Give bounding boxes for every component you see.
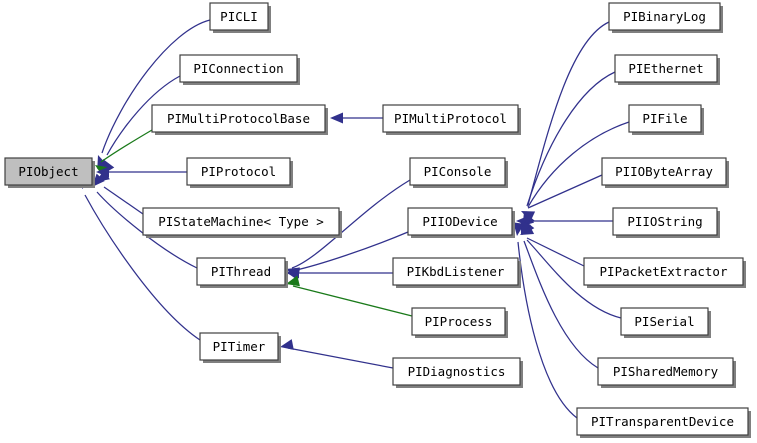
edge-line: [96, 191, 198, 269]
class-node-piprotocol[interactable]: PIProtocol: [186, 157, 293, 188]
class-node-piiodevice[interactable]: PIIODevice: [407, 207, 515, 238]
node-box[interactable]: [151, 104, 326, 133]
class-node-pikbdlistener[interactable]: PIKbdListener: [392, 257, 521, 288]
edge-line: [523, 240, 599, 369]
edge-line: [287, 347, 394, 369]
edge-line: [526, 71, 616, 207]
class-node-piprocess[interactable]: PIProcess: [411, 307, 508, 338]
class-node-pisharedmemory[interactable]: PISharedMemory: [597, 357, 736, 388]
node-box[interactable]: [392, 357, 521, 386]
edge-pitimer-to-piobject: [82, 174, 201, 341]
class-node-pimultiprotocolbase[interactable]: PIMultiProtocolBase: [151, 104, 328, 135]
arrowhead-icon: [513, 222, 525, 236]
node-box[interactable]: [196, 257, 286, 286]
node-box[interactable]: [409, 157, 506, 186]
edge-line: [526, 239, 622, 319]
edge-pisharedmemory-to-piiodevice: [520, 220, 599, 369]
edge-line: [291, 231, 409, 272]
arrowhead-icon: [92, 173, 105, 187]
edge-line: [106, 75, 181, 156]
edge-pithread-to-piobject: [92, 173, 198, 269]
class-node-pidiagnostics[interactable]: PIDiagnostics: [392, 357, 523, 388]
edge-pistatemachine-to-piobject: [96, 170, 144, 215]
edge-piethernet-to-piiodevice: [522, 71, 616, 227]
edge-line: [527, 174, 603, 209]
class-node-pifile[interactable]: PIFile: [628, 104, 704, 135]
class-node-pibinarylog[interactable]: PIBinaryLog: [608, 2, 723, 33]
class-node-piconsole[interactable]: PIConsole: [409, 157, 508, 188]
edge-line: [527, 21, 610, 206]
edge-line: [103, 186, 144, 215]
class-node-picli[interactable]: PICLI: [209, 2, 271, 33]
node-box[interactable]: [142, 207, 340, 236]
node-box[interactable]: [620, 307, 709, 336]
class-node-piserial[interactable]: PISerial: [620, 307, 711, 338]
arrowhead-icon: [280, 339, 294, 350]
node-box[interactable]: [576, 407, 749, 436]
edge-line: [84, 194, 201, 341]
edge-picli-to-piobject: [97, 19, 211, 170]
edge-line: [291, 179, 411, 269]
class-node-piethernet[interactable]: PIEthernet: [614, 54, 720, 85]
class-node-piiobytearray[interactable]: PIIOByteArray: [601, 157, 729, 188]
node-box[interactable]: [601, 157, 727, 186]
node-box[interactable]: [411, 307, 506, 336]
node-box[interactable]: [199, 332, 279, 361]
node-box[interactable]: [186, 157, 291, 186]
edge-line: [526, 237, 585, 267]
edge-pidiagnostics-to-pitimer: [280, 339, 394, 369]
class-node-piiostring[interactable]: PIIOString: [612, 207, 720, 238]
edge-pimultiprotocolbase-to-piobject: [95, 129, 153, 177]
arrowhead-icon: [330, 112, 343, 124]
node-box[interactable]: [407, 207, 513, 236]
class-node-pithread[interactable]: PIThread: [196, 257, 288, 288]
node-box[interactable]: [583, 257, 744, 286]
node-layer: PIObject PICLI PIConnectionPIMultiProtocol…: [4, 2, 751, 438]
edge-piprocess-to-pithread: [286, 275, 413, 317]
edge-line: [517, 241, 578, 419]
node-box[interactable]: [628, 104, 702, 133]
node-box[interactable]: [597, 357, 734, 386]
class-node-pipacketextractor[interactable]: PIPacketExtractor: [583, 257, 746, 288]
edge-line: [100, 129, 153, 163]
edge-line: [101, 19, 211, 154]
node-box[interactable]: [392, 257, 519, 286]
node-box[interactable]: [382, 104, 519, 133]
edge-line: [292, 285, 413, 317]
arrowhead-icon: [286, 275, 300, 287]
class-node-piobject[interactable]: PIObject: [4, 157, 95, 188]
edge-line: [527, 121, 630, 208]
edge-pitransparentdevice-to-piiodevice: [513, 222, 578, 419]
edge-piiobytearray-to-piiodevice: [521, 174, 603, 222]
class-node-pitimer[interactable]: PITimer: [199, 332, 281, 363]
edge-pimultiprotocol-to-pimultiprotocolbase: [330, 112, 383, 124]
edge-pibinarylog-to-piiodevice: [523, 21, 610, 225]
node-box[interactable]: [209, 2, 269, 31]
class-node-piconnection[interactable]: PIConnection: [179, 54, 300, 85]
node-box[interactable]: [608, 2, 721, 31]
class-node-pimultiprotocol[interactable]: PIMultiProtocol: [382, 104, 521, 135]
arrowhead-icon: [286, 267, 299, 279]
node-box[interactable]: [4, 157, 93, 186]
edge-layer: [82, 19, 630, 419]
class-node-pitransparentdevice[interactable]: PITransparentDevice: [576, 407, 751, 438]
class-node-pistatemachine[interactable]: PIStateMachine< Type >: [142, 207, 342, 238]
node-box[interactable]: [612, 207, 718, 236]
node-box[interactable]: [614, 54, 718, 83]
edge-pikbdlistener-to-pithread: [286, 267, 393, 279]
node-box[interactable]: [179, 54, 298, 83]
